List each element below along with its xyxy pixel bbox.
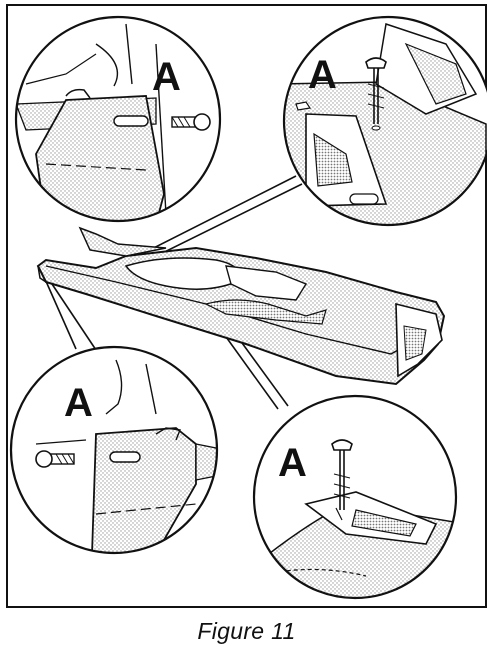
figure-frame: A A xyxy=(6,4,493,608)
detail-circle-top-left: A xyxy=(14,15,222,223)
detail-circle-bottom-left: A xyxy=(9,345,219,555)
callout-letter-bottom-right: A xyxy=(278,441,307,485)
figure-border xyxy=(6,4,487,608)
callout-letter-top-left: A xyxy=(152,55,181,99)
center-console xyxy=(36,226,446,386)
figure-caption: Figure 11 xyxy=(197,618,296,644)
detail-circle-top-right: A xyxy=(282,15,493,227)
assembly-diagram: A A xyxy=(6,4,493,608)
callout-letter-top-right: A xyxy=(308,53,337,97)
detail-circle-bottom-right: A xyxy=(252,394,458,600)
callout-letter-bottom-left: A xyxy=(64,381,93,425)
